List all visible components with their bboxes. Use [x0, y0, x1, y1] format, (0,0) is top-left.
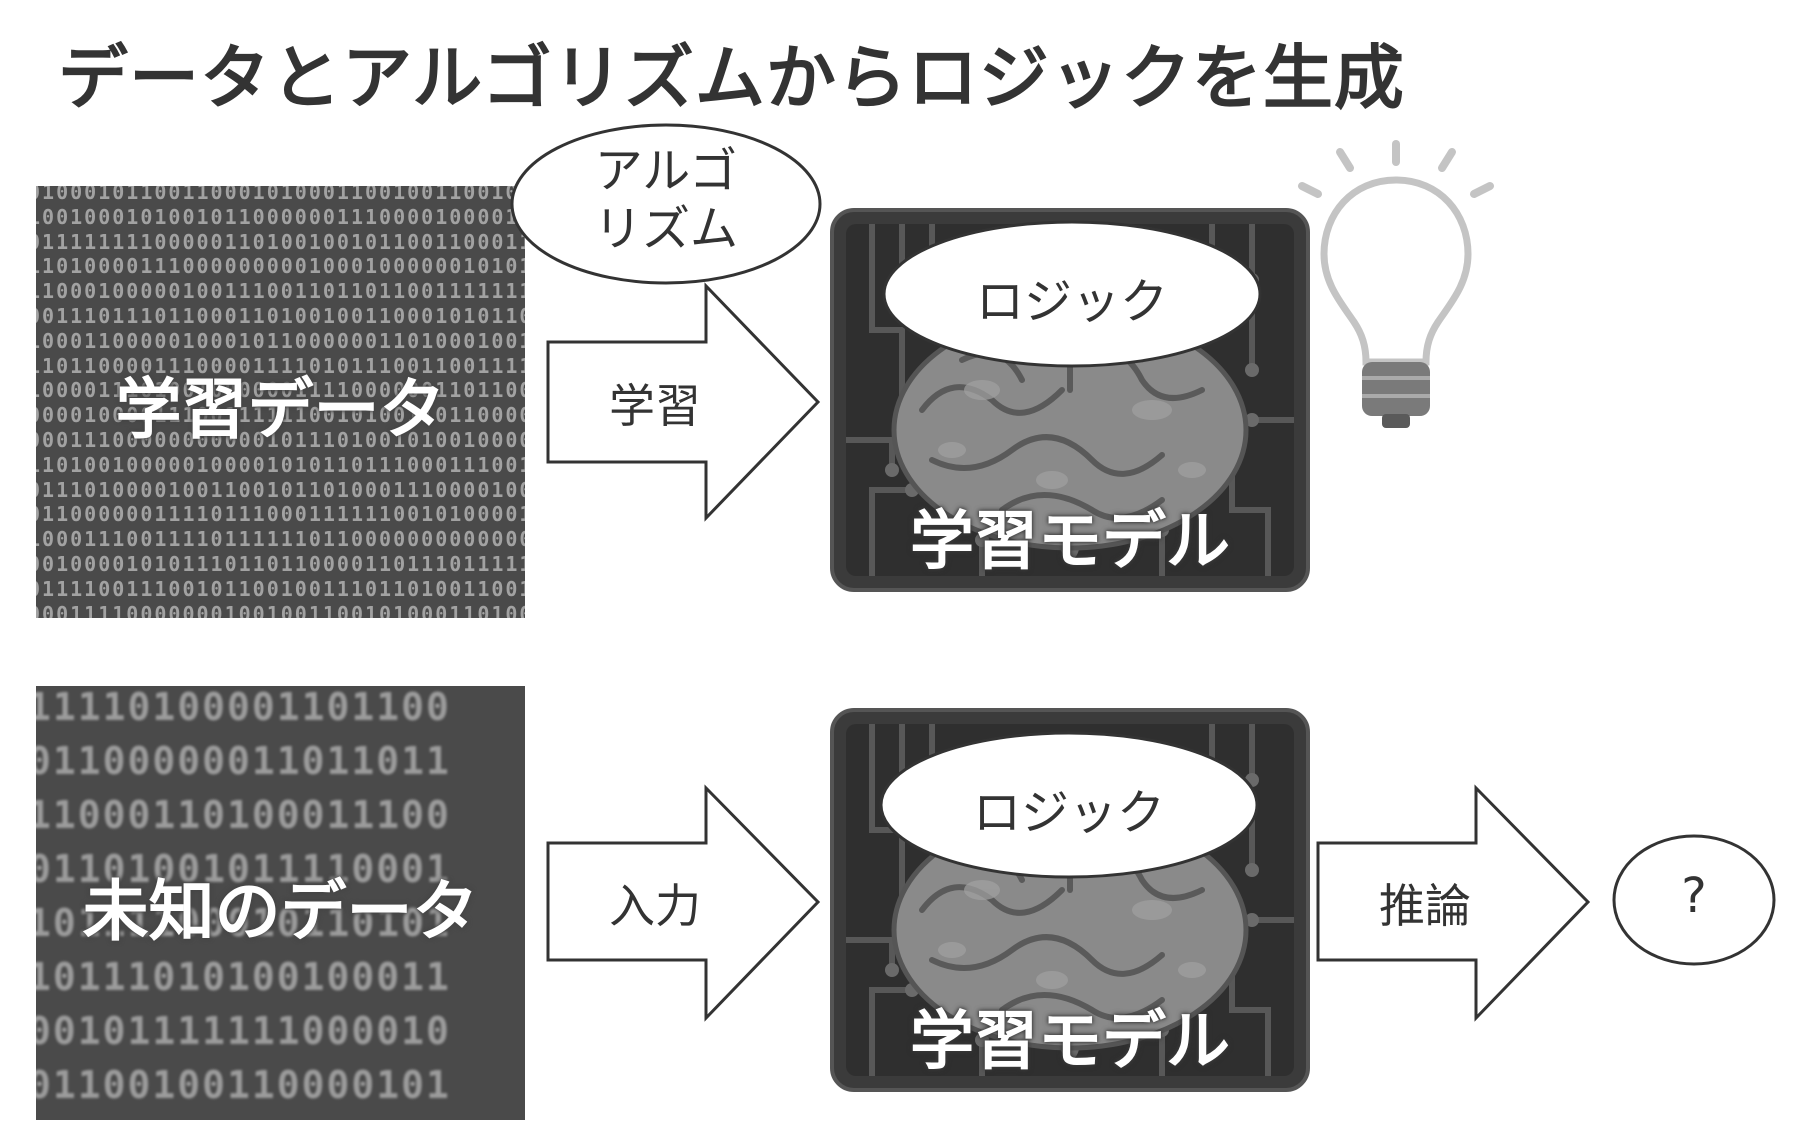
- algorithm-label-line2: リズム: [593, 201, 738, 257]
- learning-arrow-label: 学習: [609, 379, 701, 433]
- binary-digits-texture: 11110100001101100 01100000011011011 1100…: [36, 686, 451, 1120]
- unknown-data-image: 11110100001101100 01100000011011011 1100…: [36, 686, 525, 1120]
- arrow-right-icon: [546, 784, 821, 1022]
- input-arrow-label: 入力: [609, 879, 701, 933]
- lightbulb-icon: [1298, 140, 1494, 428]
- page-title: データとアルゴリズムからロジックを生成: [58, 37, 1405, 119]
- inference-arrow-label: 推論: [1379, 879, 1471, 933]
- algorithm-label-line1: アルゴ: [594, 143, 738, 199]
- result-oval: [1612, 834, 1776, 966]
- model-label-top: 学習モデル: [910, 505, 1230, 579]
- model-label-bottom: 学習モデル: [910, 1005, 1230, 1079]
- logic-oval: [879, 731, 1259, 879]
- logic-label-top: ロジック: [975, 274, 1168, 330]
- algorithm-oval: [510, 123, 822, 285]
- logic-oval: [882, 220, 1262, 368]
- training-data-label: 学習データ: [115, 371, 446, 448]
- arrow-right-icon: [1316, 784, 1591, 1022]
- result-label: ?: [1681, 868, 1707, 924]
- arrow-right-icon: [546, 282, 821, 522]
- binary-digits-texture: 010001011001100010100011001001100100 100…: [36, 186, 525, 618]
- logic-label-bottom: ロジック: [972, 785, 1165, 841]
- algorithm-label: アルゴ リズム: [512, 142, 820, 258]
- unknown-data-label: 未知のデータ: [82, 873, 479, 950]
- training-data-image: 010001011001100010100011001001100100 100…: [36, 186, 525, 618]
